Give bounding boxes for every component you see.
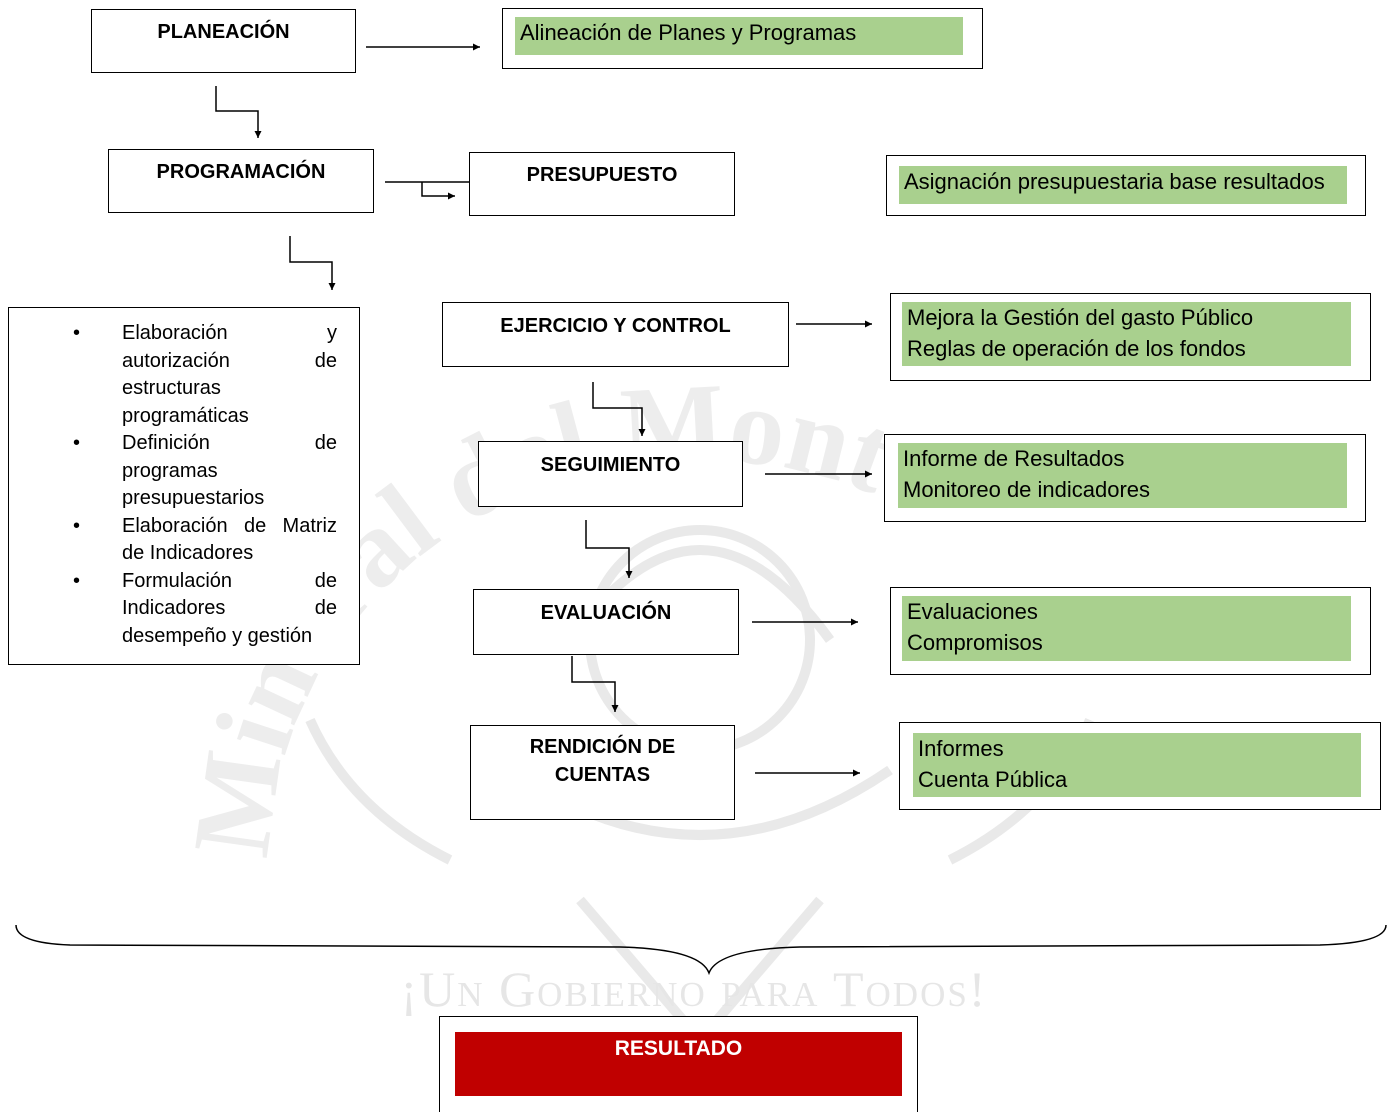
programacion-tasks: Elaboración y autorización de estructura…	[8, 307, 360, 665]
outcome-highlight: Mejora la Gestión del gasto Público Regl…	[902, 302, 1351, 366]
stage-presupuesto: PRESUPUESTO	[469, 152, 735, 216]
stage-programacion: PROGRAMACIÓN	[108, 149, 374, 213]
stage-evaluacion: EVALUACIÓN	[473, 589, 739, 655]
outcome-line: Informes	[918, 736, 1004, 761]
arrow-programacion-tasks	[289, 236, 336, 290]
outcome-highlight: Alineación de Planes y Programas	[515, 17, 963, 55]
arrow-seguimiento-evaluacion	[585, 520, 633, 578]
outcome-presupuesto: Asignación presupuestaria base resultado…	[886, 155, 1366, 216]
stage-planeacion: PLANEACIÓN	[91, 9, 356, 73]
stage-title: SEGUIMIENTO	[540, 454, 681, 476]
task-item: Formulación de Indicadores de desempeño …	[9, 568, 359, 651]
outcome-line: Cuenta Pública	[918, 767, 1068, 792]
result-label: RESULTADO	[455, 1032, 902, 1096]
outcome-seguimiento: Informe de Resultados Monitoreo de indic…	[884, 434, 1366, 522]
arrow-programacion-presupuesto-hook	[421, 182, 455, 200]
outcome-highlight: Informe de Resultados Monitoreo de indic…	[898, 443, 1347, 508]
stage-title: RENDICIÓN DE	[529, 736, 676, 758]
outcome-planeacion: Alineación de Planes y Programas	[502, 8, 983, 69]
outcome-line: Evaluaciones	[907, 599, 1038, 624]
outcome-highlight: Asignación presupuestaria base resultado…	[899, 166, 1347, 204]
outcome-line: Alineación de Planes y Programas	[520, 20, 857, 45]
result-brace	[15, 924, 1387, 976]
outcome-line: Compromisos	[907, 630, 1043, 655]
outcome-ejercicio: Mejora la Gestión del gasto Público Regl…	[890, 293, 1371, 381]
arrow-planeacion-programacion	[215, 86, 262, 138]
outcome-highlight: Informes Cuenta Pública	[913, 733, 1361, 797]
outcome-line: Informe de Resultados	[903, 446, 1125, 471]
stage-title: PRESUPUESTO	[526, 164, 678, 186]
stage-title: PLANEACIÓN	[157, 21, 290, 43]
task-item: Definición de programas presupuestarios	[9, 430, 359, 513]
result-box: RESULTADO	[439, 1016, 918, 1112]
stage-title: PROGRAMACIÓN	[156, 161, 326, 183]
task-item: Elaboración de Matriz de Indicadores	[9, 513, 359, 568]
task-item: Elaboración y autorización de estructura…	[9, 320, 359, 430]
outcome-evaluacion: Evaluaciones Compromisos	[890, 587, 1371, 675]
outcome-line: Reglas de operación de los fondos	[907, 336, 1246, 361]
outcome-highlight: Evaluaciones Compromisos	[902, 596, 1351, 661]
outcome-rendicion: Informes Cuenta Pública	[899, 722, 1381, 810]
watermark-slogan: ¡Un Gobierno para Todos!	[400, 961, 988, 1017]
stage-rendicion: RENDICIÓN DE CUENTAS	[470, 725, 735, 820]
arrow-ejercicio-seguimiento	[592, 382, 646, 436]
stage-title: EVALUACIÓN	[540, 602, 672, 624]
outcome-line: Asignación presupuestaria base resultado…	[904, 169, 1325, 194]
outcome-line: Mejora la Gestión del gasto Público	[907, 305, 1254, 330]
task-list: Elaboración y autorización de estructura…	[9, 320, 359, 650]
stage-title: EJERCICIO Y CONTROL	[500, 315, 731, 337]
stage-seguimiento: SEGUIMIENTO	[478, 441, 743, 507]
stage-title: CUENTAS	[554, 764, 651, 786]
outcome-line: Monitoreo de indicadores	[903, 477, 1151, 502]
stage-ejercicio: EJERCICIO Y CONTROL	[442, 302, 789, 367]
arrow-evaluacion-rendicion	[571, 656, 619, 712]
